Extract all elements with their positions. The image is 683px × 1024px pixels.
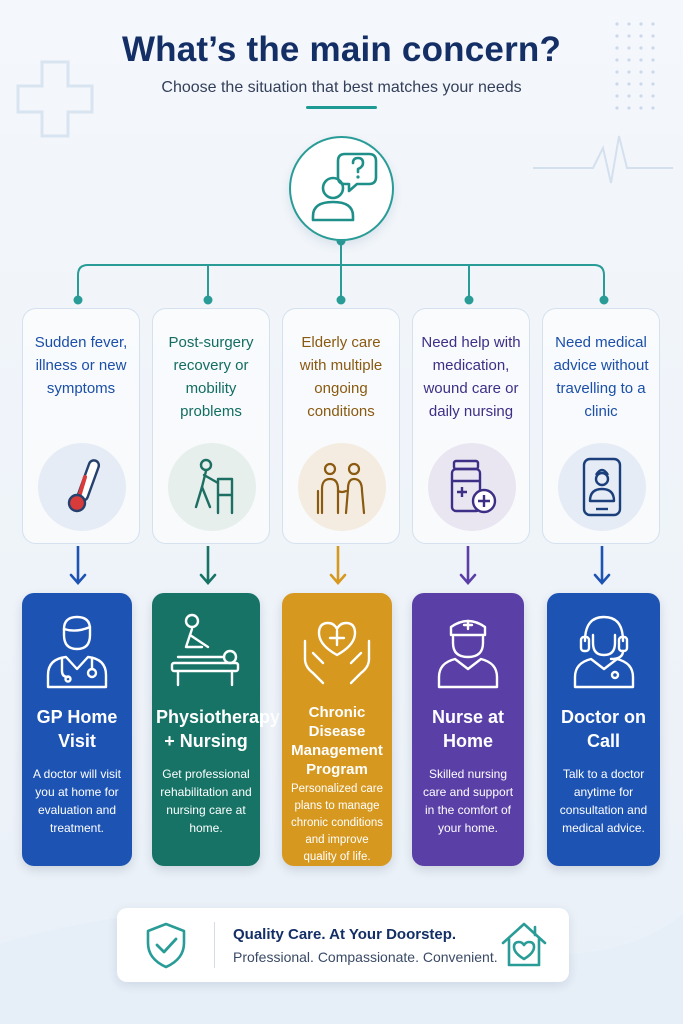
heart-hands-icon — [303, 621, 371, 685]
down-arrow-icon — [199, 546, 217, 585]
massage-table-icon — [170, 613, 240, 687]
page-title: What’s the main concern? — [121, 30, 562, 69]
service-description: Skilled nursing care and support in the … — [422, 767, 514, 835]
walker-icon — [194, 458, 234, 515]
down-arrow-icon — [329, 546, 347, 585]
service-title: Physiotherapy + Nursing — [156, 707, 281, 751]
concern-card-fever[interactable]: Sudden fever, illness or new symptoms — [22, 308, 140, 544]
footer-tagline: Professional. Compassionate. Convenient. — [233, 949, 498, 965]
shield-check-icon — [146, 922, 186, 969]
elderly-couple-icon — [316, 462, 366, 515]
concern-card-post-surgery[interactable]: Post-surgery recovery or mobility proble… — [152, 308, 270, 544]
nurse-icon — [437, 619, 499, 689]
service-title: GP Home Visit — [36, 707, 118, 751]
footer-headline: Quality Care. At Your Doorstep. — [233, 926, 457, 943]
concern-text: Need medical advice without travelling t… — [553, 334, 649, 420]
title-underline — [306, 106, 377, 109]
thermometer-icon — [67, 459, 101, 513]
dot-pattern — [611, 18, 661, 118]
service-card-nurse-at-home[interactable]: Nurse at Home Skilled nursing care and s… — [412, 593, 524, 866]
service-card-doctor-on-call[interactable]: Doctor on Call Talk to a doctor anytime … — [547, 593, 660, 866]
service-card-gp-home-visit[interactable]: GP Home Visit A doctor will visit you at… — [22, 593, 132, 866]
concern-text: Need help with medication, wound care or… — [421, 334, 521, 420]
concern-text: Elderly care with multiple ongoing condi… — [299, 334, 383, 420]
service-title: Chronic Disease Management Program — [291, 704, 383, 778]
concern-text: Sudden fever, illness or new symptoms — [34, 334, 128, 397]
down-arrow-icon — [593, 546, 611, 585]
service-title: Nurse at Home — [431, 707, 505, 751]
concern-card-advice[interactable]: Need medical advice without travelling t… — [542, 308, 660, 544]
headset-doctor-icon — [573, 615, 634, 689]
footer-banner: Quality Care. At Your Doorstep. Professi… — [117, 908, 569, 982]
service-description: Personalized care plans to manage chroni… — [290, 783, 384, 863]
service-description: Get professional rehabilitation and nurs… — [160, 767, 252, 835]
service-card-chronic-disease[interactable]: Chronic Disease Management Program Perso… — [282, 593, 392, 866]
down-arrow-icon — [69, 546, 87, 585]
concern-card-elderly[interactable]: Elderly care with multiple ongoing condi… — [282, 308, 400, 544]
house-heart-icon — [501, 922, 547, 967]
concern-card-nursing[interactable]: Need help with medication, wound care or… — [412, 308, 530, 544]
concern-hub — [289, 136, 394, 241]
service-description: A doctor will visit you at home for eval… — [32, 767, 122, 835]
phone-doctor-icon — [582, 457, 622, 517]
down-arrow-icon — [459, 546, 477, 585]
page-subtitle: Choose the situation that best matches y… — [161, 79, 522, 96]
medical-cross-icon — [16, 60, 94, 138]
person-question-icon — [311, 152, 378, 222]
doctor-icon — [46, 615, 108, 689]
service-description: Talk to a doctor anytime for consultatio… — [559, 767, 648, 835]
service-card-physiotherapy[interactable]: Physiotherapy + Nursing Get professional… — [152, 593, 281, 866]
concern-text: Post-surgery recovery or mobility proble… — [168, 334, 254, 420]
medicine-bottle-icon — [450, 459, 497, 514]
service-title: Doctor on Call — [561, 707, 646, 751]
heartbeat-line-icon — [533, 135, 673, 184]
